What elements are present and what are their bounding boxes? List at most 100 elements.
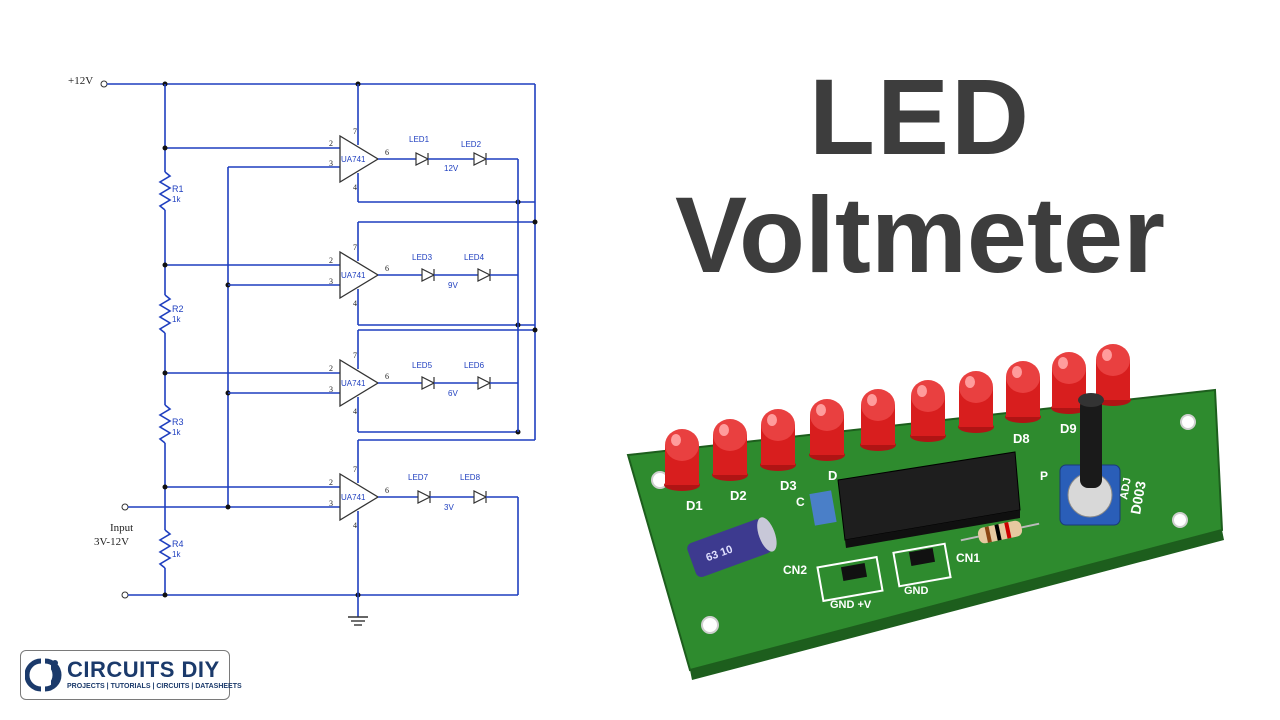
pcb-label-cn2: CN2 xyxy=(783,563,807,577)
red-led-icon xyxy=(809,399,845,461)
opamp-stage-2: UA741 2 3 4 7 6 LED3 LED4 9V xyxy=(162,202,538,328)
resistor-r2 xyxy=(158,294,172,334)
red-led-icon xyxy=(760,409,796,471)
r3-value: 1k xyxy=(172,428,181,437)
mounting-hole xyxy=(701,616,719,634)
electrolytic-capacitor: 63 10 xyxy=(687,517,777,578)
pcb-label-d8: D8 xyxy=(1013,431,1030,446)
cn1-pins-label: GND xyxy=(904,585,929,597)
red-led-icon xyxy=(958,371,994,433)
svg-text:LED1: LED1 xyxy=(409,135,430,144)
pcb-edge xyxy=(690,530,1224,680)
opamp-stage-3: UA741 2 3 4 7 6 LED5 LED6 6V xyxy=(162,325,538,441)
logo-cd-icon xyxy=(25,657,62,693)
red-led-icon xyxy=(860,389,896,451)
schematic-diagram: +12V R1 1k R2 1k R3 1k R4 1k Input 3V-12… xyxy=(68,75,538,626)
svg-text:9V: 9V xyxy=(448,281,458,290)
cn2-pins-label: GND +V xyxy=(830,599,872,611)
svg-text:4: 4 xyxy=(353,407,357,416)
junction-dot xyxy=(225,504,231,510)
resistor-r4 xyxy=(158,529,172,569)
red-led-icon xyxy=(1005,361,1041,423)
svg-text:6: 6 xyxy=(385,372,389,381)
svg-text:LED3: LED3 xyxy=(412,253,433,262)
input-terminal xyxy=(121,503,129,511)
pcb-adj-label: ADJ xyxy=(1118,477,1134,501)
mounting-hole xyxy=(1180,414,1196,430)
svg-text:6: 6 xyxy=(385,264,389,273)
led-symbol xyxy=(473,490,488,504)
opamp-symbol xyxy=(339,358,380,408)
pcb-label-d2: D2 xyxy=(730,488,747,503)
r3-name: R3 xyxy=(172,417,184,427)
svg-text:UA741: UA741 xyxy=(341,493,366,502)
opamp-symbol xyxy=(339,472,380,522)
svg-text:UA741: UA741 xyxy=(341,379,366,388)
svg-text:3: 3 xyxy=(329,159,333,168)
opamp-stage-4: UA741 2 3 4 7 6 LED7 LED8 3V xyxy=(162,439,519,595)
led-symbol xyxy=(415,152,430,166)
pcb-label-p: P xyxy=(1040,469,1048,483)
resistor-r3 xyxy=(158,404,172,444)
svg-text:3: 3 xyxy=(329,385,333,394)
led-row xyxy=(664,344,1131,491)
svg-text:2: 2 xyxy=(329,256,333,265)
svg-text:3: 3 xyxy=(329,277,333,286)
led-symbol xyxy=(421,268,436,282)
ic-chip xyxy=(837,451,1021,548)
svg-text:LED5: LED5 xyxy=(412,361,433,370)
pcb-board-id: D003 xyxy=(1127,480,1149,516)
potentiometer-knob-icon xyxy=(1059,393,1121,526)
svg-text:6: 6 xyxy=(385,148,389,157)
ground-symbol xyxy=(348,616,368,626)
svg-text:7: 7 xyxy=(353,127,357,136)
svg-text:LED8: LED8 xyxy=(460,473,481,482)
led-symbol xyxy=(417,490,432,504)
r4-name: R4 xyxy=(172,539,184,549)
led-symbol xyxy=(477,268,492,282)
pcb-label-d3: D3 xyxy=(780,478,797,493)
svg-text:LED6: LED6 xyxy=(464,361,485,370)
r1-value: 1k xyxy=(172,195,181,204)
red-led-icon xyxy=(1095,344,1131,406)
opamp-symbol xyxy=(339,134,380,184)
r1-name: R1 xyxy=(172,184,184,194)
mounting-hole xyxy=(1172,512,1188,528)
svg-text:LED2: LED2 xyxy=(461,140,482,149)
cn1-header xyxy=(908,548,936,566)
red-led-icon xyxy=(1051,352,1087,414)
r2-value: 1k xyxy=(172,315,181,324)
supply-terminal xyxy=(100,80,108,88)
svg-text:7: 7 xyxy=(353,465,357,474)
opamp-name: UA741 xyxy=(341,155,366,164)
red-led-icon xyxy=(910,380,946,442)
svg-text:7: 7 xyxy=(353,243,357,252)
opamp-stage-1: UA741 2 3 4 7 6 LED1 LED2 12V xyxy=(162,84,535,205)
svg-text:2: 2 xyxy=(329,364,333,373)
resistor-r1 xyxy=(158,171,172,211)
svg-text:2: 2 xyxy=(329,139,333,148)
r4-value: 1k xyxy=(172,550,181,559)
svg-text:LED4: LED4 xyxy=(464,253,485,262)
cn2-header xyxy=(840,563,868,581)
svg-text:12V: 12V xyxy=(444,164,459,173)
title-line-1: LED xyxy=(809,56,1031,177)
pcb-label-d9: D9 xyxy=(1060,421,1077,436)
supply-label: +12V xyxy=(68,75,93,87)
cn1-outline xyxy=(892,542,952,588)
cn2-outline xyxy=(816,555,884,603)
svg-text:7: 7 xyxy=(353,351,357,360)
led-symbol xyxy=(473,152,488,166)
page-title: LED Voltmeter xyxy=(640,58,1200,294)
pcb-label-cn1: CN1 xyxy=(956,551,980,565)
svg-text:3: 3 xyxy=(329,499,333,508)
svg-text:4: 4 xyxy=(353,183,357,192)
led-symbol xyxy=(421,376,436,390)
svg-text:3V: 3V xyxy=(444,503,454,512)
led-symbol xyxy=(477,376,492,390)
svg-text:LED7: LED7 xyxy=(408,473,429,482)
svg-text:6: 6 xyxy=(385,486,389,495)
svg-text:4: 4 xyxy=(353,521,357,530)
logo-name: CIRCUITS DIY xyxy=(67,657,220,682)
opamp-symbol xyxy=(339,250,380,300)
